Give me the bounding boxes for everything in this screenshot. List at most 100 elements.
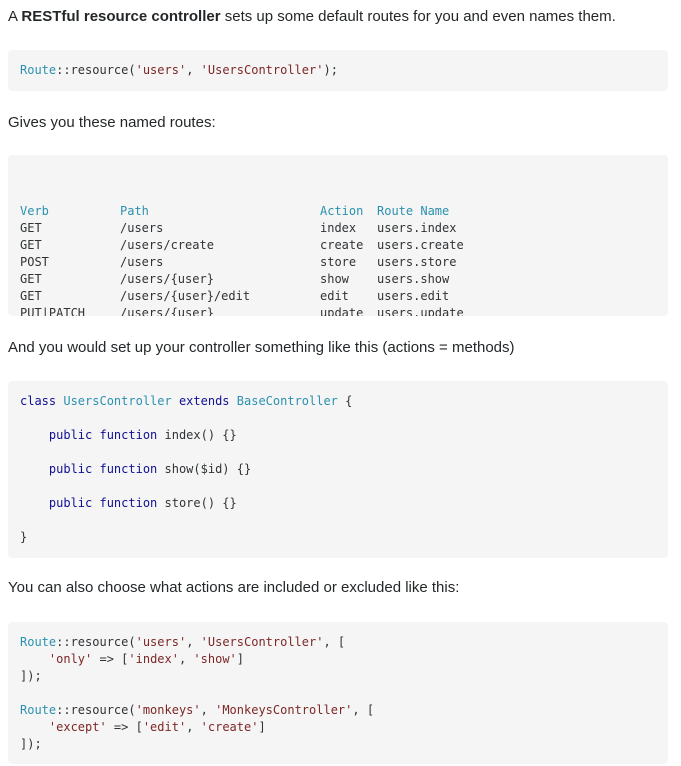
routes-cell: create	[320, 238, 364, 252]
table-row: GET/users/{user} show users.show	[20, 271, 471, 288]
routes-cell: users.show	[377, 272, 450, 286]
code-resource-options: Route::resource( 'users', 'UsersControlle…	[20, 634, 656, 753]
code-token: => [	[92, 652, 129, 666]
routes-cell: edit	[320, 289, 349, 303]
code-token: 'users'	[135, 63, 187, 77]
code-token: ::resource(	[56, 703, 136, 717]
code-line: public function index() {}	[20, 427, 656, 444]
routes-cell: /users	[120, 221, 164, 235]
code-line: public function store() {}	[20, 495, 656, 512]
code-line: ]);	[20, 736, 656, 753]
code-token: ::resource(	[56, 63, 136, 77]
code-token: ,	[186, 635, 201, 649]
routes-header-cell: Path	[120, 204, 149, 218]
code-line: Route::resource('monkeys', 'MonkeysContr…	[20, 702, 656, 719]
code-token: 'users'	[135, 635, 187, 649]
routes-header-row: Verb Path Action Route Name	[20, 203, 471, 220]
routes-cell: index	[320, 221, 357, 235]
routes-header-cell: Verb	[20, 204, 49, 218]
code-token: store() {}	[157, 496, 237, 510]
code-token: extends	[171, 394, 237, 408]
code-token: public function	[48, 428, 158, 442]
routes-cell: users.edit	[377, 289, 450, 303]
routes-cell: PUT|PATCH	[20, 306, 86, 316]
code-token: 'only'	[48, 652, 93, 666]
code-token: , [	[323, 635, 346, 649]
code-token: public function	[48, 496, 158, 510]
routes-cell: /users/{user}/edit	[120, 289, 251, 303]
code-token: show($id) {}	[157, 462, 252, 476]
intro-prefix: A	[8, 8, 22, 25]
code-token: 'UsersController'	[200, 63, 324, 77]
code-token	[20, 720, 49, 734]
code-token: , [	[352, 703, 375, 717]
routes-cell: users.index	[377, 221, 457, 235]
routes-cell: update	[320, 306, 364, 316]
code-token: Route	[20, 703, 57, 717]
table-row: PUT|PATCH/users/{user} update users.update	[20, 305, 471, 316]
code-token: }	[20, 530, 28, 544]
code-token: 'edit'	[142, 720, 187, 734]
code-token: Route	[20, 635, 57, 649]
routes-cell: store	[320, 255, 357, 269]
code-token: {	[337, 394, 353, 408]
code-token: 'UsersController'	[200, 635, 324, 649]
code-users-controller: class UsersController extends BaseContro…	[20, 393, 656, 546]
table-row: GET/users index users.index	[20, 220, 471, 237]
code-token	[20, 652, 49, 666]
code-line: class UsersController extends BaseContro…	[20, 393, 656, 410]
code-line: Route::resource('users', 'UsersControlle…	[20, 62, 656, 79]
routes-cell: /users/{user}	[120, 306, 214, 316]
code-token: ,	[186, 720, 201, 734]
code-block-route-resource[interactable]: Route::resource('users', 'UsersControlle…	[8, 50, 668, 91]
code-token	[20, 496, 49, 510]
code-token: BaseController	[236, 394, 338, 408]
routes-cell: /users/{user}	[120, 272, 214, 286]
intro-suffix: sets up some default routes for you and …	[220, 8, 616, 25]
code-line: 'only' => ['index', 'show']	[20, 651, 656, 668]
code-token: index() {}	[157, 428, 237, 442]
code-token: 'MonkeysController'	[215, 703, 353, 717]
code-token: 'show'	[193, 652, 237, 666]
code-token: UsersController	[63, 394, 172, 408]
code-line	[20, 444, 656, 461]
code-block-resource-options[interactable]: Route::resource( 'users', 'UsersControlle…	[8, 622, 668, 764]
code-line: 'except' => ['edit', 'create']	[20, 719, 656, 736]
code-token: 'monkeys'	[135, 703, 201, 717]
code-token	[20, 462, 49, 476]
routes-header-cell: Action	[320, 204, 364, 218]
routes-cell: GET	[20, 289, 42, 303]
paragraph-actions-intro: You can also choose what actions are inc…	[8, 579, 460, 596]
code-token: 'create'	[200, 720, 259, 734]
routes-cell: GET	[20, 272, 42, 286]
routes-cell: users.update	[377, 306, 464, 316]
code-block-users-controller[interactable]: class UsersController extends BaseContro…	[8, 381, 668, 558]
code-line	[20, 685, 656, 702]
code-token: ,	[186, 63, 201, 77]
routes-cell: /users	[120, 255, 164, 269]
routes-cell: show	[320, 272, 349, 286]
routes-header-cell: Route Name	[377, 204, 450, 218]
paragraph-named-routes-intro: Gives you these named routes:	[8, 114, 216, 131]
routes-cell: GET	[20, 221, 42, 235]
routes-cell: GET	[20, 238, 42, 252]
code-route-resource: Route::resource('users', 'UsersControlle…	[20, 62, 656, 79]
code-token: ,	[200, 703, 216, 717]
code-token: => [	[106, 720, 143, 734]
routes-cell: users.store	[377, 255, 457, 269]
code-line: Route::resource('users', 'UsersControlle…	[20, 634, 656, 651]
intro-bold-term: RESTful resource controller	[21, 8, 221, 25]
code-token: );	[323, 63, 338, 77]
routes-cell: users.create	[377, 238, 464, 252]
code-token: public function	[48, 462, 158, 476]
code-token: ]	[236, 652, 245, 666]
code-token: class	[20, 394, 64, 408]
code-token: ,	[178, 652, 194, 666]
code-line: public function show($id) {}	[20, 461, 656, 478]
